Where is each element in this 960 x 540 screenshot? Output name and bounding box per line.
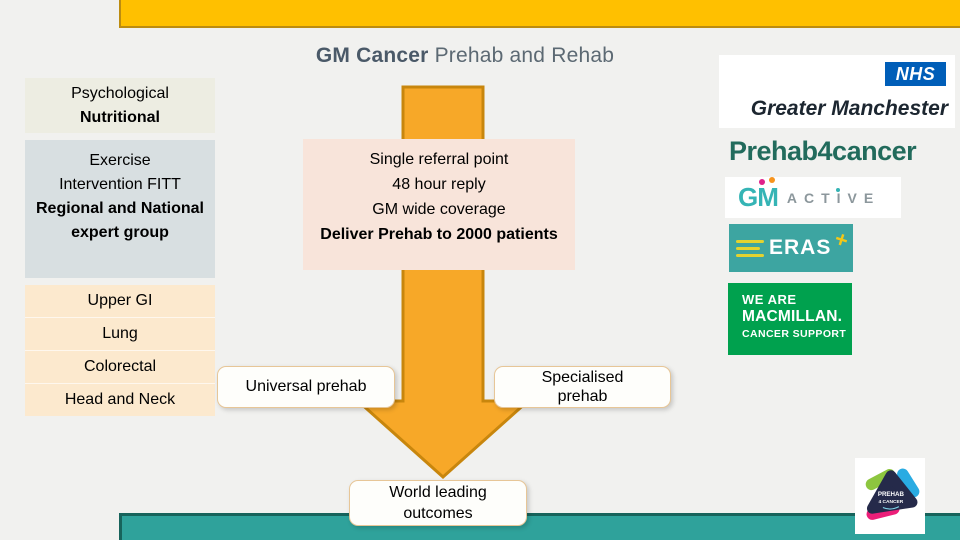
referral-bold-line: Deliver Prehab to 2000 patients — [320, 226, 558, 243]
nutrition-line: Nutritional — [80, 109, 160, 126]
prehab4cancer-triangle-icon: PREHAB 4 CANCER — [865, 468, 920, 520]
title-bold: GM Cancer — [315, 44, 429, 67]
gm-active-logo: GM ACTIVE — [725, 177, 901, 218]
eras-plus-icon: + — [831, 225, 852, 254]
gm-active-gm-icon: GM — [738, 177, 779, 213]
top-accent-bar — [119, 0, 960, 28]
slide-title: GM Cancer Prehab and Rehab — [150, 44, 780, 68]
prehab4cancer-badge: PREHAB 4 CANCER — [855, 458, 925, 534]
referral-line: Single referral point — [369, 151, 509, 168]
pink-dot-icon — [759, 179, 765, 185]
specialised-label-line: Specialised — [541, 369, 624, 386]
prehab4cancer-wordmark: Prehab4cancer — [729, 136, 917, 166]
title-rest: Prehab and Rehab — [428, 44, 615, 67]
nhs-icon: NHS — [885, 62, 946, 86]
specialised-prehab-callout: Specialised prehab — [494, 366, 671, 408]
nhs-region-label: Greater Manchester — [750, 97, 948, 120]
psych-line: Psychological — [71, 85, 169, 102]
macmillan-line: MACMILLAN. — [742, 308, 843, 325]
teal-tittle-icon — [835, 187, 840, 192]
orange-dot-icon — [769, 177, 775, 183]
svg-text:4 CANCER: 4 CANCER — [878, 499, 903, 505]
active-letters: ACTIVE — [786, 189, 881, 206]
outcomes-label-line: World leading — [389, 484, 487, 501]
macmillan-logo: WE ARE MACMILLAN. CANCER SUPPORT — [728, 283, 852, 355]
bottom-accent-bar — [119, 513, 960, 540]
referral-line: GM wide coverage — [372, 201, 506, 218]
list-item: Colorectal — [25, 350, 215, 383]
svg-text:PREHAB: PREHAB — [878, 491, 905, 498]
gm-letters: GM — [738, 182, 779, 212]
eras-plus-logo: ERAS + — [729, 224, 853, 272]
eras-lines-icon — [736, 239, 764, 257]
exercise-box: Exercise Intervention FITT Regional and … — [25, 140, 215, 278]
list-item: Upper GI — [87, 292, 153, 309]
expert-group-line: Regional and National expert group — [35, 200, 204, 241]
universal-prehab-callout: Universal prehab — [217, 366, 395, 408]
list-item: Head and Neck — [25, 383, 215, 416]
intervention-line: Intervention FITT — [59, 176, 181, 193]
nhs-greater-manchester-logo: NHS Greater Manchester — [719, 55, 955, 128]
macmillan-line: WE ARE — [742, 292, 797, 307]
outcomes-callout: World leading outcomes — [349, 480, 527, 526]
psych-nutrition-box: Psychological Nutritional — [25, 78, 215, 133]
macmillan-line: CANCER SUPPORT — [742, 327, 847, 340]
eras-label: ERAS — [769, 236, 832, 259]
outcomes-label-line: outcomes — [403, 505, 473, 522]
referral-line: 48 hour reply — [392, 176, 486, 193]
exercise-line: Exercise — [89, 152, 151, 169]
list-item: Lung — [25, 317, 215, 350]
referral-info-box: Single referral point 48 hour reply GM w… — [303, 139, 575, 270]
cancer-types-list: Upper GI Lung Colorectal Head and Neck — [25, 285, 215, 416]
gm-active-label: ACTIVE — [786, 187, 881, 206]
universal-prehab-label: Universal prehab — [245, 378, 367, 395]
specialised-label-line: prehab — [557, 388, 608, 405]
